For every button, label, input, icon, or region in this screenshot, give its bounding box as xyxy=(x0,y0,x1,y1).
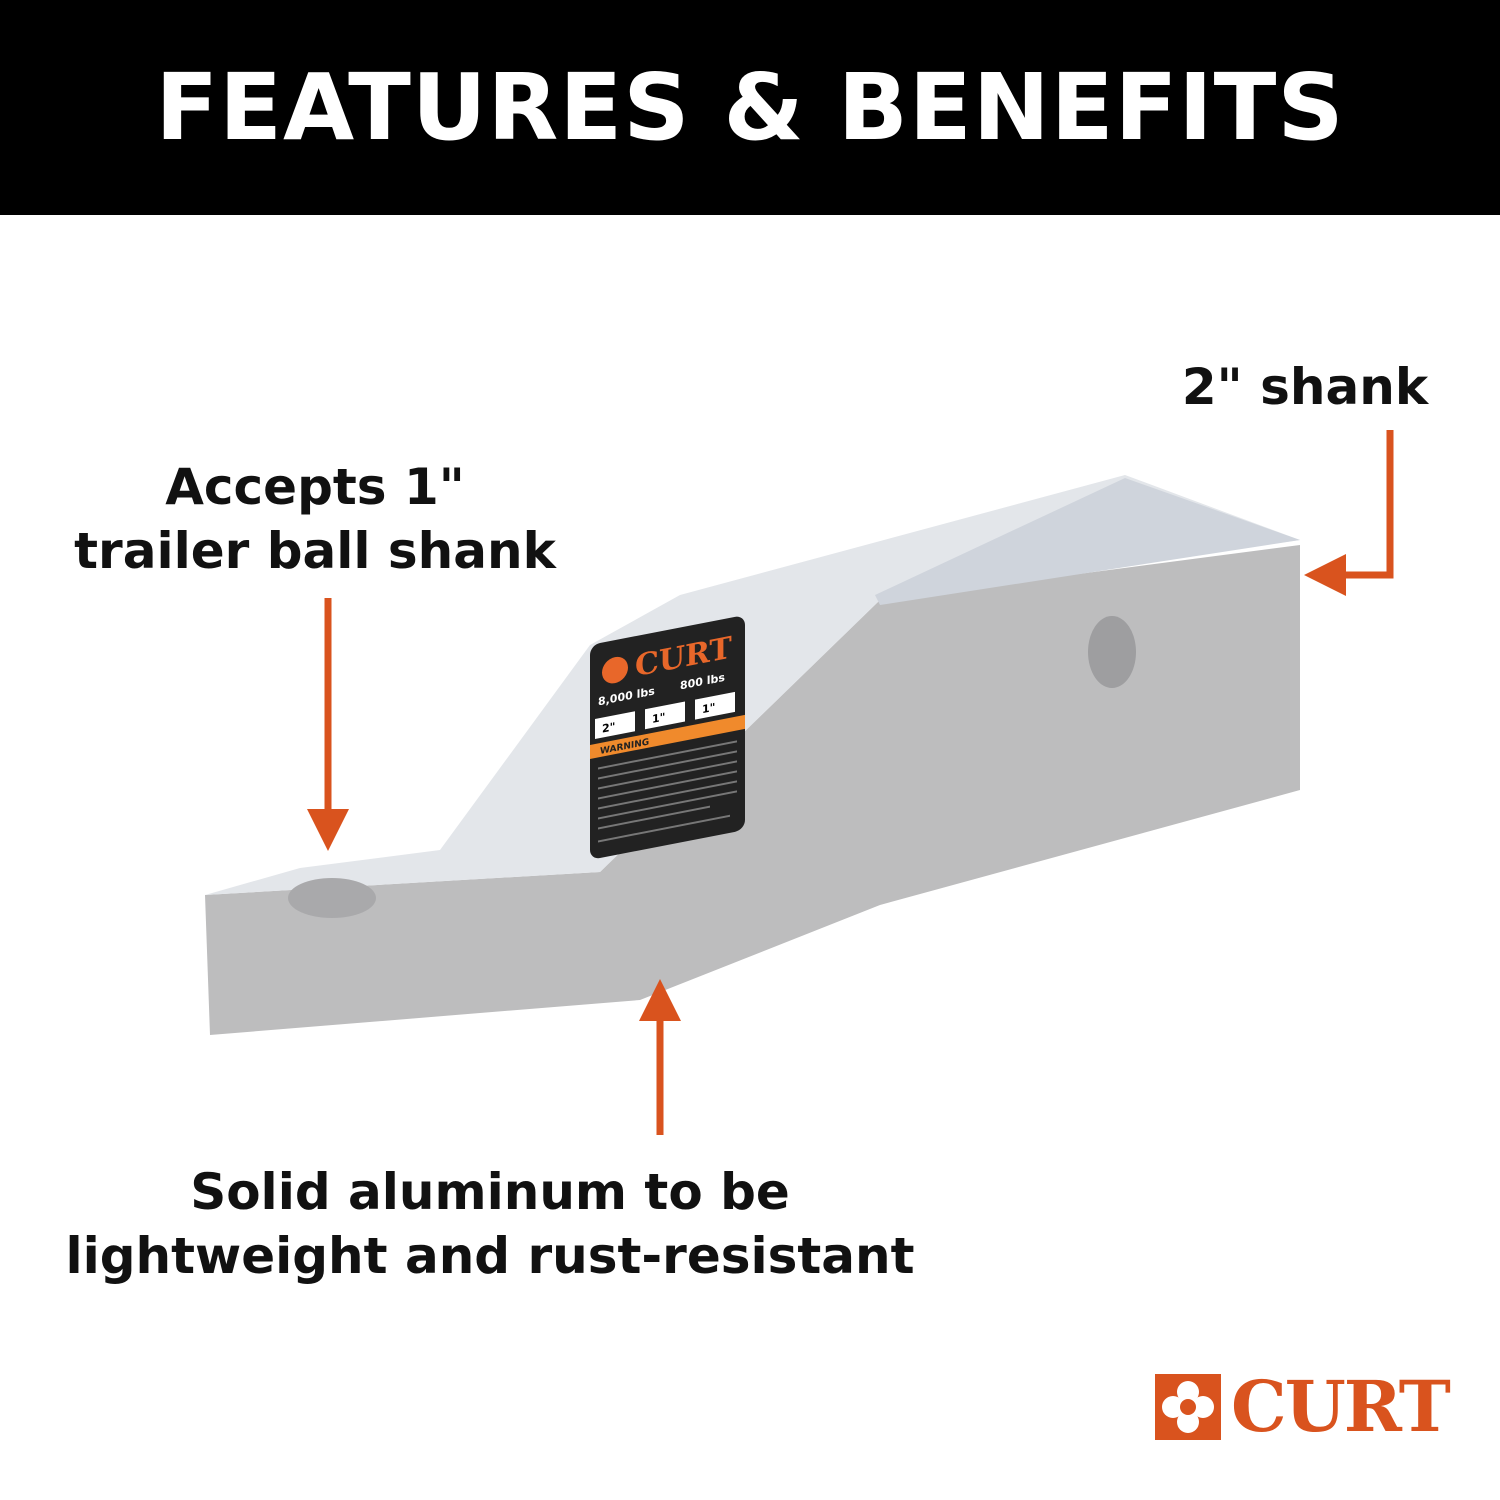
callout-shank-size: 2" shank xyxy=(1160,355,1450,419)
svg-text:2": 2" xyxy=(602,720,615,735)
callout-line: Accepts 1" xyxy=(165,458,465,516)
arrow-2in-shank xyxy=(1304,430,1394,596)
curt-logo-icon xyxy=(1155,1373,1221,1440)
product-label: CURT 8,000 lbs 800 lbs 2" 1" 1" WARNING xyxy=(590,616,745,859)
ball-mount-side-face xyxy=(205,545,1300,1035)
callout-line: 2" shank xyxy=(1181,358,1429,416)
pin-hole xyxy=(1088,616,1136,688)
page-title: FEATURES & BENEFITS xyxy=(155,54,1345,161)
svg-text:1": 1" xyxy=(652,710,665,725)
callout-line: trailer ball shank xyxy=(74,522,556,580)
header-banner: FEATURES & BENEFITS xyxy=(0,0,1500,215)
ball-hole xyxy=(288,878,376,918)
ball-mount-top-face xyxy=(205,475,1300,895)
callout-ball-shank: Accepts 1" trailer ball shank xyxy=(60,455,570,583)
shank-bevel xyxy=(875,478,1300,605)
curt-logo-text: CURT xyxy=(1231,1365,1451,1448)
callout-line: Solid aluminum to be xyxy=(190,1163,790,1221)
curt-logo: CURT xyxy=(1155,1365,1451,1448)
callout-material: Solid aluminum to be lightweight and rus… xyxy=(40,1160,940,1288)
callout-line: lightweight and rust-resistant xyxy=(65,1227,915,1285)
svg-text:1": 1" xyxy=(702,701,715,716)
